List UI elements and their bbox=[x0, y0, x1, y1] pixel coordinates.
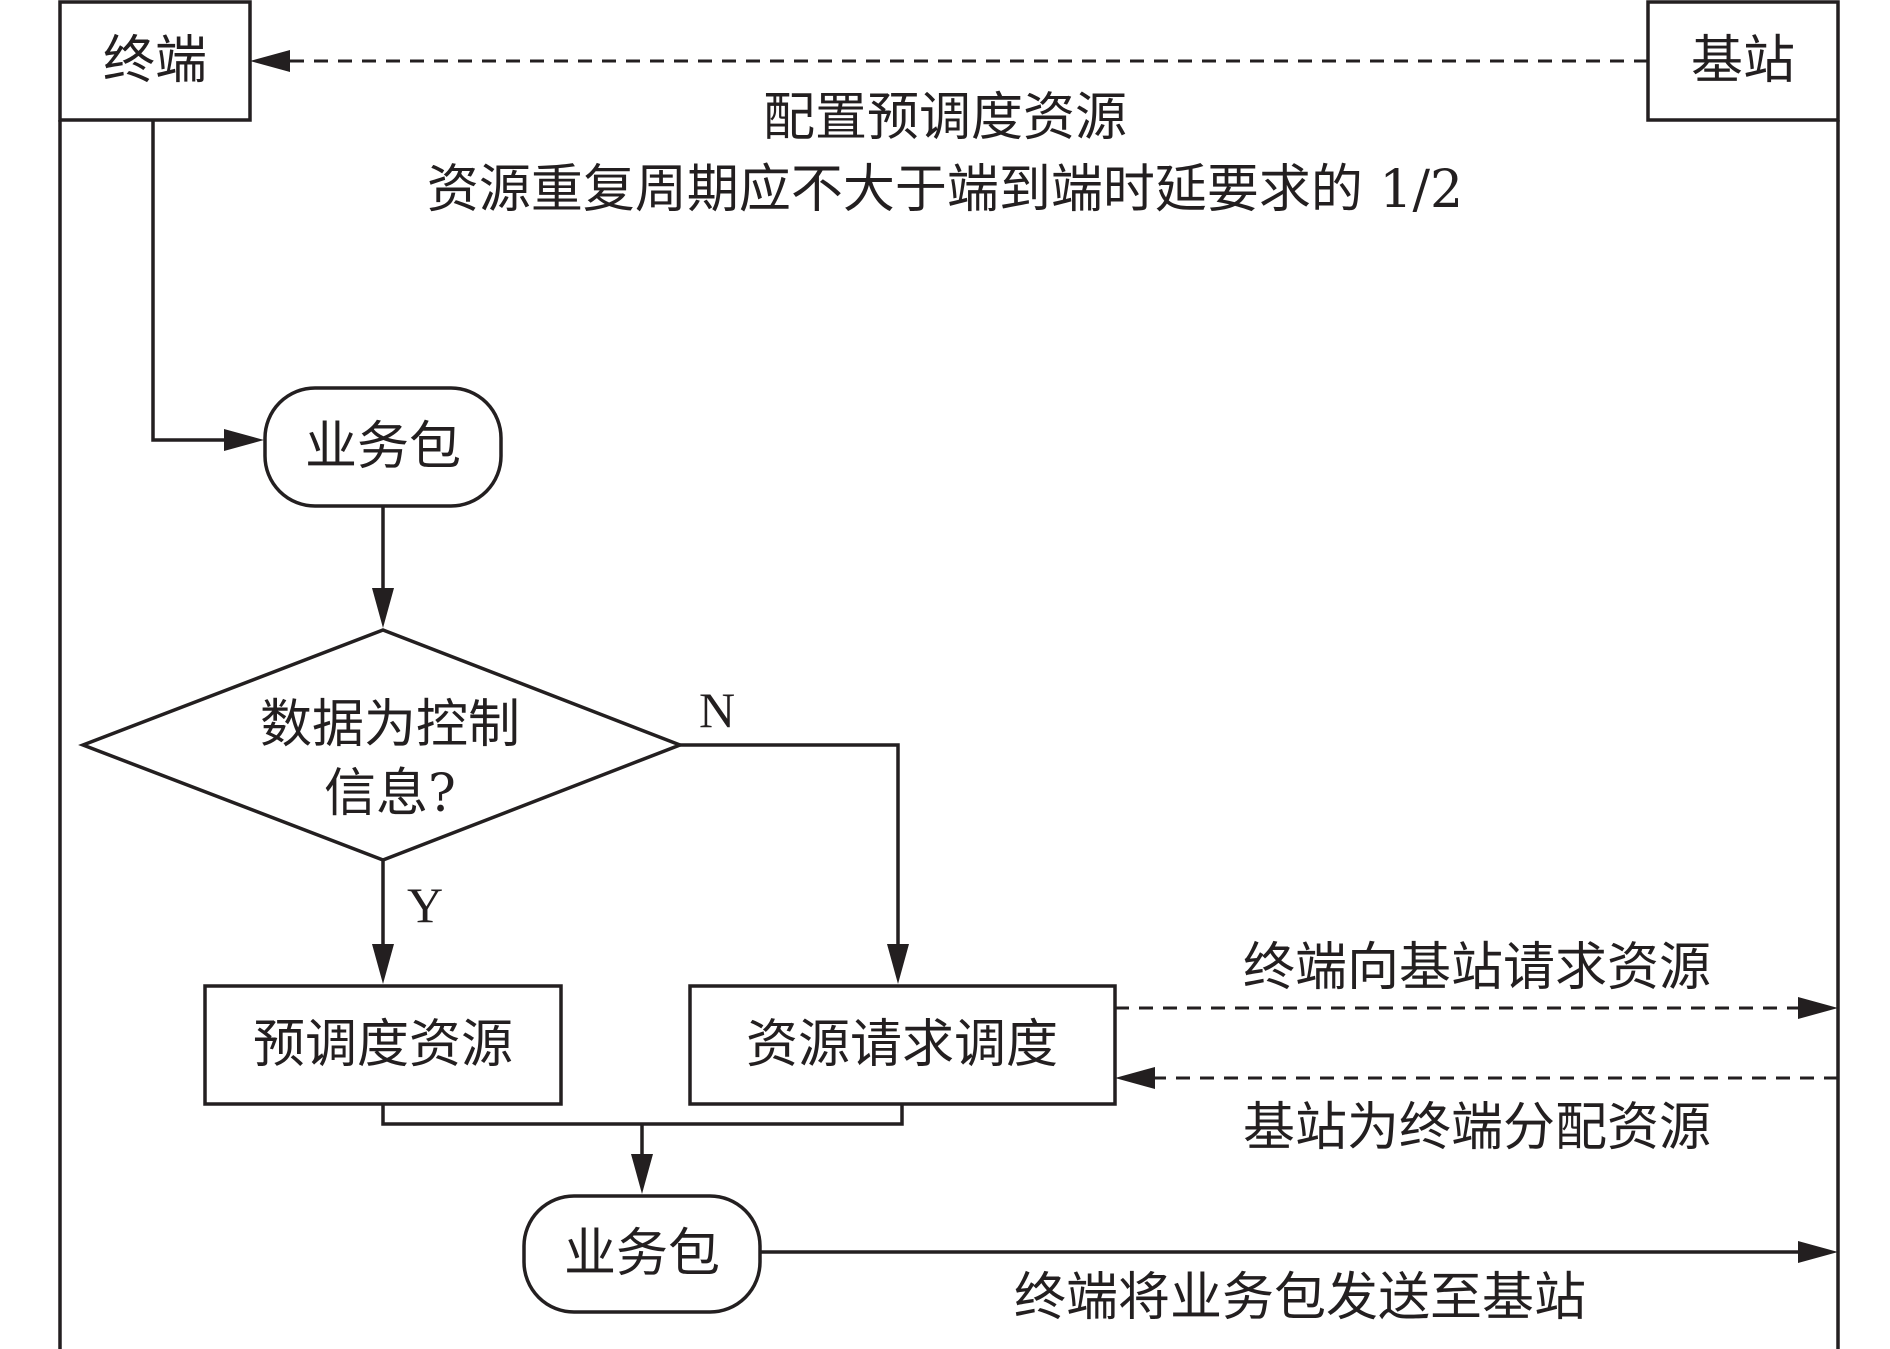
packet-start-label: 业务包 bbox=[305, 417, 461, 477]
pre-schedule-label: 预调度资源 bbox=[253, 1015, 513, 1075]
packet-to-decision-arrowhead bbox=[372, 588, 394, 628]
resource-request-label: 资源请求调度 bbox=[746, 1015, 1058, 1075]
terminal-to-packet-connector bbox=[151, 120, 226, 442]
config-message-line1: 配置预调度资源 bbox=[763, 88, 1127, 148]
request-message: 终端向基站请求资源 bbox=[1243, 938, 1711, 998]
request-arrowhead bbox=[1798, 997, 1838, 1019]
base-station-label: 基站 bbox=[1691, 31, 1795, 91]
terminal-to-packet-arrowhead bbox=[224, 429, 264, 451]
no-branch-label: N bbox=[699, 682, 735, 738]
allocate-arrowhead bbox=[1115, 1067, 1155, 1089]
yes-branch-label: Y bbox=[407, 877, 443, 933]
base-station-box bbox=[1646, 0, 1840, 122]
merge-connector bbox=[381, 1104, 904, 1126]
decision-label-line1: 数据为控制 bbox=[260, 695, 520, 755]
send-arrowhead bbox=[1798, 1241, 1838, 1263]
merge-to-packet-arrowhead bbox=[631, 1154, 653, 1194]
no-branch-arrowhead bbox=[887, 944, 909, 984]
resource-request-node bbox=[688, 984, 1117, 1106]
send-message: 终端将业务包发送至基站 bbox=[1014, 1268, 1586, 1328]
config-arrowhead bbox=[250, 50, 290, 72]
packet-end-node bbox=[522, 1194, 762, 1314]
terminal-label: 终端 bbox=[103, 31, 207, 91]
decision-label-line2: 信息? bbox=[324, 764, 456, 824]
config-message-line2: 资源重复周期应不大于端到端时延要求的 1/2 bbox=[427, 160, 1463, 220]
no-branch-connector bbox=[680, 743, 900, 946]
packet-end-label: 业务包 bbox=[564, 1224, 720, 1284]
allocate-message: 基站为终端分配资源 bbox=[1243, 1098, 1711, 1158]
yes-branch-arrowhead bbox=[372, 944, 394, 984]
